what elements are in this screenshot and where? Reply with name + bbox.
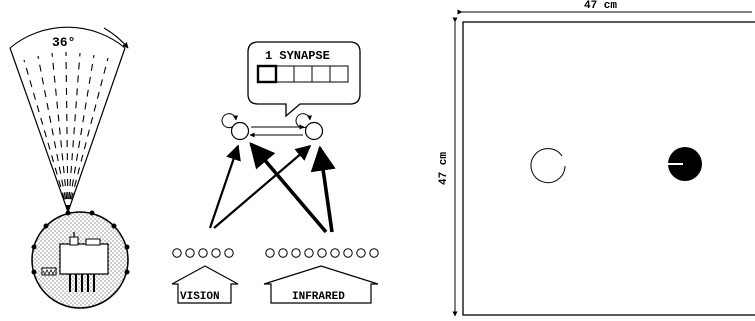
black-target: [668, 147, 702, 181]
neuron-left: [221, 113, 250, 141]
synapse-cells: [256, 64, 349, 84]
network-panel: 1 SYNAPSE: [171, 41, 379, 304]
arena-height-label: 47 cm: [438, 152, 450, 185]
vision-inputs: [172, 248, 234, 258]
synapse-callout: [247, 41, 361, 118]
vision-label: VISION: [180, 291, 220, 303]
robot-body: [31, 210, 130, 309]
synapse-label: 1 SYNAPSE: [265, 49, 330, 63]
vision-input-arrow-icon: [171, 265, 239, 304]
white-target-circle: [530, 148, 566, 184]
vision-cone: [9, 26, 126, 213]
arena-panel: 47 cm 47 cm: [438, 0, 755, 317]
rotation-arrow-icon: [103, 27, 129, 49]
robot-panel: 36°: [9, 26, 130, 309]
infrared-input-arrow-icon: [263, 265, 379, 304]
fov-label: 36°: [52, 35, 75, 50]
connection-arrows: [208, 142, 336, 234]
arena-width-label: 47 cm: [584, 0, 617, 12]
arena-boundary: [462, 21, 755, 316]
infrared-inputs: [265, 248, 379, 258]
infrared-label: INFRARED: [292, 291, 345, 303]
